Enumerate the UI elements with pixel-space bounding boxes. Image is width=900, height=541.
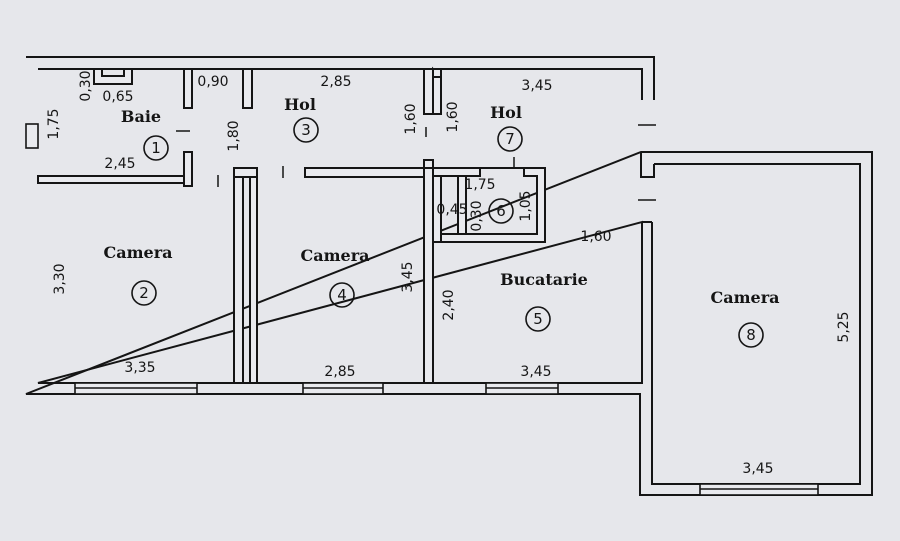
room-3-number: 3 (301, 121, 311, 139)
room-1-marker (143, 135, 169, 161)
room-2-number: 2 (139, 284, 149, 302)
room-baie-name: Baie (121, 107, 161, 126)
room-7-number: 7 (505, 130, 515, 148)
dim-camera2-height: 3,30 (52, 263, 68, 294)
dim-hol7-passage: 1,60 (580, 229, 611, 245)
room-5-number: 5 (533, 310, 543, 328)
room-1-number: 1 (151, 139, 161, 157)
dim-camera8-width: 3,45 (742, 461, 773, 477)
dim-closet-left: 0,45 (436, 202, 467, 218)
dim-camera2-width: 3,35 (124, 360, 155, 376)
door-markers (176, 124, 656, 201)
dim-hol3-width: 2,85 (320, 74, 351, 90)
room-camera-2-name: Camera (103, 243, 172, 262)
dim-baie-height: 1,75 (46, 108, 62, 139)
room-hol-3-name: Hol (284, 95, 316, 114)
room-5-marker (525, 306, 551, 332)
dim-closet-inner: 0,30 (469, 200, 485, 231)
room-hol-7-name: Hol (490, 103, 522, 122)
room-4-number: 4 (337, 286, 347, 304)
room-numbers: 1 2 3 4 5 6 7 8 (131, 117, 764, 348)
dim-baie-notch-b: 0,65 (102, 89, 133, 105)
room-bucatarie-name: Bucatarie (500, 270, 588, 289)
dim-hol7-left: 1,60 (445, 101, 461, 132)
room-camera-4-name: Camera (300, 246, 369, 265)
room-2-marker (131, 280, 157, 306)
dim-camera4-width: 2,85 (324, 364, 355, 380)
dim-bucatarie-width: 3,45 (520, 364, 551, 380)
dim-camera8-height: 5,25 (836, 311, 852, 342)
room-6-number: 6 (496, 202, 506, 220)
room-8-marker (738, 322, 764, 348)
windows (74, 382, 819, 496)
dim-baie-notch-a: 0,30 (78, 70, 94, 101)
room-7-marker (497, 126, 523, 152)
dim-hol7-width: 3,45 (521, 78, 552, 94)
room-labels: Baie Camera Hol Camera Bucatarie Hol Cam… (103, 95, 779, 307)
interior-walls (37, 66, 546, 384)
dim-hol3-right: 1,60 (403, 103, 419, 134)
dimension-labels: 2,45 0,65 0,90 2,85 3,45 1,75 0,45 1,60 … (46, 70, 852, 477)
dim-door-090: 0,90 (197, 74, 228, 90)
dim-bucatarie-height: 2,40 (441, 289, 457, 320)
dim-hol3-height: 1,80 (226, 120, 242, 151)
room-camera-8-name: Camera (710, 288, 779, 307)
dim-closet-width: 1,75 (464, 177, 495, 193)
dim-baie-width: 2,45 (104, 156, 135, 172)
room-4-marker (329, 282, 355, 308)
dim-camera4-height: 3,45 (400, 261, 416, 292)
room-8-number: 8 (746, 326, 756, 344)
room-3-marker (293, 117, 319, 143)
room-6-marker (488, 198, 514, 224)
dim-closet-height: 1,05 (518, 190, 534, 221)
